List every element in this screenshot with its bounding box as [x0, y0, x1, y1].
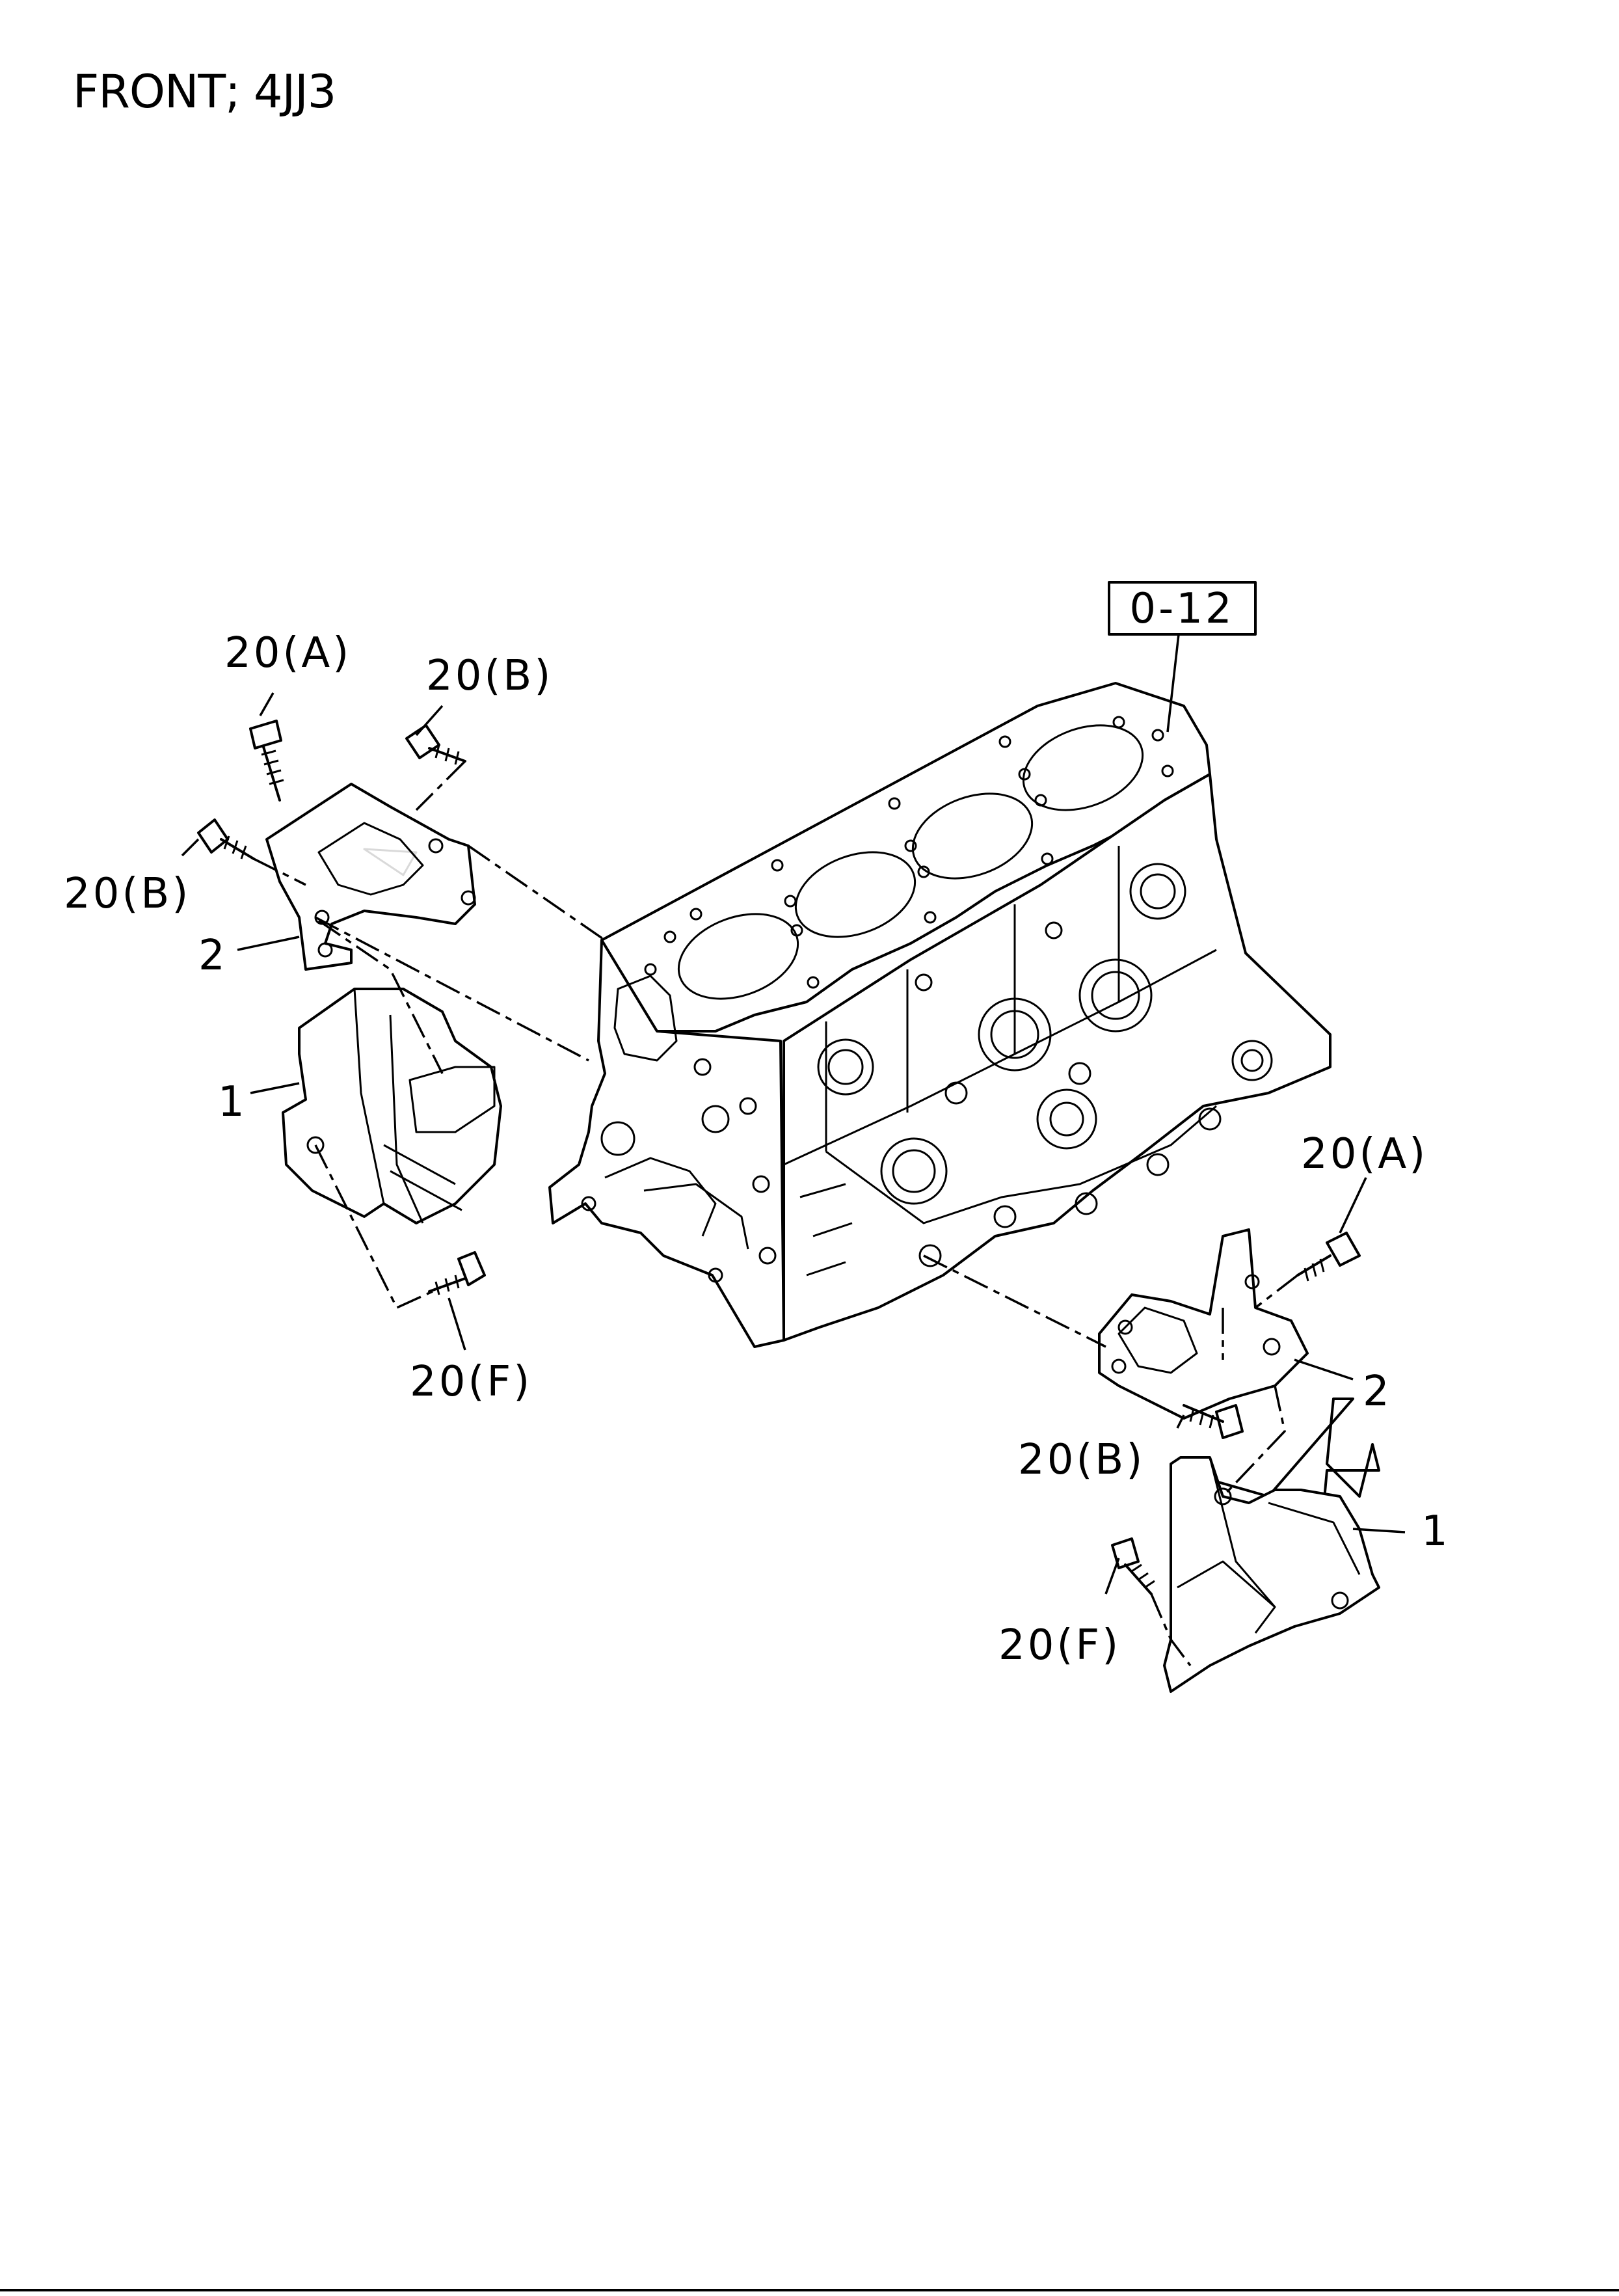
callout-right-bolt-f: 20(F) [998, 1621, 1121, 1669]
left-mount [282, 988, 502, 1224]
reference-box: 0-12 [1108, 581, 1257, 733]
callout-right-bolt-b: 20(B) [1018, 1436, 1145, 1484]
bottom-rule [0, 2289, 1619, 2291]
callout-left-bolt-a: 20(A) [224, 629, 351, 677]
page-title: FRONT; 4JJ3 [73, 65, 336, 118]
callout-right-bracket: 2 [1363, 1368, 1392, 1416]
callout-left-bracket: 2 [198, 932, 228, 980]
engine-block [548, 682, 1331, 1348]
right-bolt-f [1111, 1537, 1155, 1595]
left-bracket [265, 783, 476, 971]
callout-left-bolt-b-top: 20(B) [426, 652, 553, 700]
callout-right-mount: 1 [1421, 1507, 1451, 1556]
right-bolt-b [1183, 1404, 1244, 1439]
left-bolt-b-top [405, 724, 466, 765]
left-bolt-b-side [197, 818, 255, 860]
callout-left-mount: 1 [218, 1078, 247, 1126]
right-bolt-a [1296, 1232, 1361, 1282]
right-mount-assembly [923, 1177, 1406, 1693]
callout-labels: 20(A) 20(B) 20(B) 2 1 20(F) 20(A) 2 20(B… [64, 629, 1451, 1669]
left-bolt-a [249, 720, 284, 802]
callout-right-bolt-a: 20(A) [1301, 1130, 1428, 1178]
right-bracket [1098, 1228, 1309, 1420]
reference-box-label: 0-12 [1129, 585, 1234, 633]
left-mount-assembly [181, 692, 606, 1351]
callout-left-bolt-f: 20(F) [410, 1358, 532, 1406]
callout-left-bolt-b-side: 20(B) [64, 870, 191, 918]
left-bolt-f [428, 1251, 486, 1295]
